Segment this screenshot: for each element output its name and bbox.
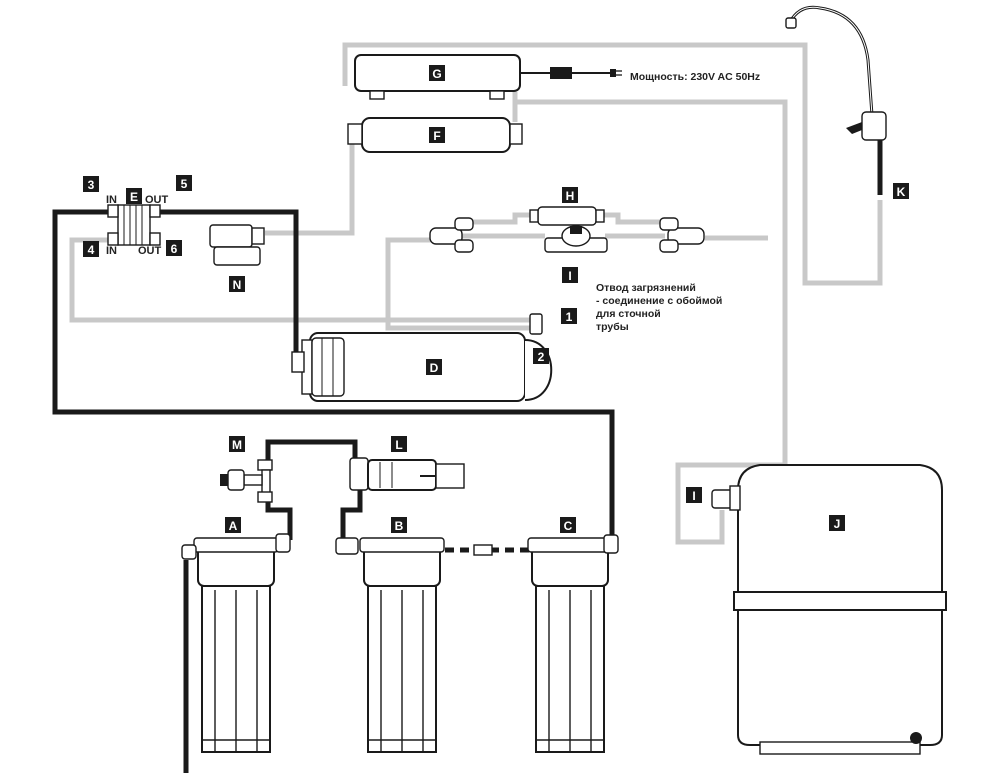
drain-note: Отвод загрязнений - соединение с обоймой… bbox=[596, 282, 722, 333]
label-j: J bbox=[834, 517, 841, 531]
label-6: 6 bbox=[171, 242, 178, 256]
label-m: M bbox=[232, 438, 242, 452]
label-a: A bbox=[229, 519, 238, 533]
label-h: H bbox=[566, 189, 575, 203]
tube-l-to-b bbox=[340, 490, 363, 545]
component-b-housing bbox=[335, 537, 445, 753]
tube-f-to-e bbox=[265, 130, 355, 236]
component-l-pump bbox=[349, 457, 465, 491]
component-a-housing bbox=[181, 533, 291, 753]
label-4: 4 bbox=[88, 243, 95, 257]
component-m-valve bbox=[220, 459, 273, 503]
power-spec-text: Мощность: 230V AC 50Hz bbox=[630, 71, 760, 83]
label-5: 5 bbox=[181, 177, 188, 191]
component-h-manifold bbox=[429, 206, 705, 253]
tube-drain-loop bbox=[385, 237, 538, 331]
tube-c-to-d bbox=[52, 209, 615, 540]
tube-to-tank bbox=[515, 99, 788, 545]
component-k-faucet bbox=[785, 5, 887, 141]
port-in-bottom: IN bbox=[106, 245, 117, 257]
tube-h-left bbox=[470, 212, 540, 225]
connector-b-c bbox=[473, 544, 493, 556]
component-n-switch bbox=[209, 224, 265, 266]
tube-h-right bbox=[595, 212, 665, 225]
tube-e-to-d bbox=[69, 237, 535, 323]
component-j-tank bbox=[711, 464, 947, 755]
drain-note-line3: для сточной bbox=[596, 308, 661, 320]
drain-note-line4: трубы bbox=[596, 321, 629, 333]
label-f: F bbox=[433, 129, 440, 143]
label-i-tank: I bbox=[692, 489, 695, 503]
label-n: N bbox=[233, 278, 242, 292]
port-out-bottom: OUT bbox=[138, 245, 162, 257]
label-c: C bbox=[564, 519, 573, 533]
label-g: G bbox=[432, 67, 441, 81]
label-l: L bbox=[395, 438, 402, 452]
label-e: E bbox=[130, 190, 138, 204]
component-e-block bbox=[107, 204, 161, 246]
drain-note-line2: - соединение с обоймой bbox=[596, 295, 722, 307]
label-1: 1 bbox=[566, 310, 573, 324]
label-i-manifold: I bbox=[568, 269, 571, 283]
tube-g-to-faucet bbox=[342, 42, 883, 286]
label-boxes: G F 3 E 5 4 6 N H I 1 2 D K M L I bbox=[83, 65, 909, 533]
component-g-housing bbox=[354, 54, 622, 100]
grey-tubing bbox=[69, 42, 883, 545]
port-out-top: OUT bbox=[145, 194, 169, 206]
drain-note-line1: Отвод загрязнений bbox=[596, 282, 696, 294]
port-in-top: IN bbox=[106, 194, 117, 206]
label-d: D bbox=[430, 361, 439, 375]
label-3: 3 bbox=[88, 178, 95, 192]
label-2: 2 bbox=[538, 350, 545, 364]
component-c-housing bbox=[527, 534, 619, 753]
label-k: K bbox=[897, 185, 906, 199]
label-b: B bbox=[395, 519, 404, 533]
